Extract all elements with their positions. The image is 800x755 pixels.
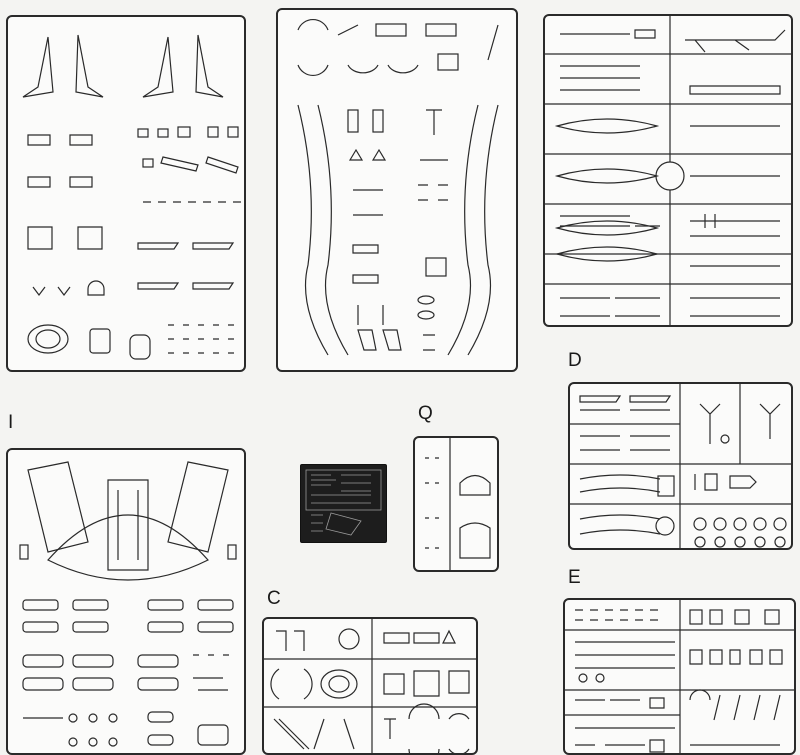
sprue-top-right-parts [545, 16, 791, 325]
sprue-e-parts [565, 600, 794, 753]
photo-etch-parts [305, 469, 382, 536]
sprue-q-parts [425, 438, 491, 570]
sprue-e [563, 598, 796, 755]
sprue-q [413, 436, 499, 572]
sprue-label-c: C [267, 588, 281, 609]
sprue-d-parts [570, 384, 791, 548]
sprue-label-q: Q [418, 403, 433, 424]
sprue-c [262, 617, 478, 755]
sprue-label-i: I [8, 412, 14, 433]
photo-etch-fret [300, 464, 387, 543]
sprue-top-left [6, 15, 246, 372]
sprue-label-d: D [568, 350, 582, 371]
sprue-i [6, 448, 246, 755]
sprue-c-parts [264, 619, 476, 753]
sprue-label-e: E [568, 567, 581, 588]
sprue-i-parts [19, 461, 237, 747]
sprue-top-center [276, 8, 518, 372]
sprue-top-right [543, 14, 793, 327]
sprue-d [568, 382, 793, 550]
sprue-top-left-parts [22, 34, 241, 360]
sprue-top-center-parts [297, 18, 499, 356]
